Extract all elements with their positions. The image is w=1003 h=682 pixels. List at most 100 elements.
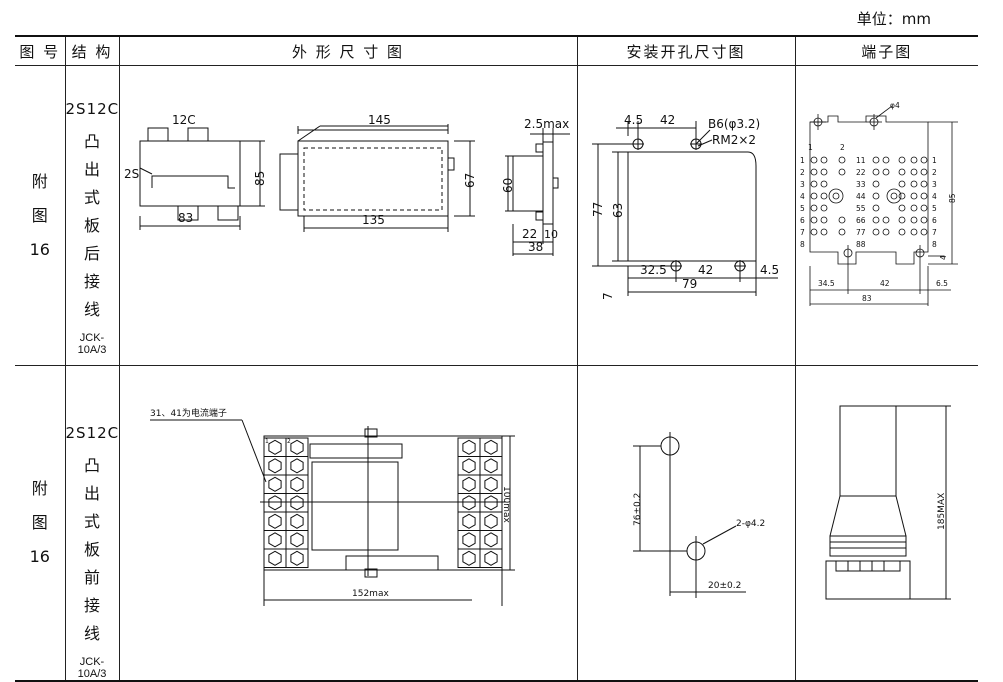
terminal-pin: [920, 156, 927, 164]
terminal-pin: [910, 180, 917, 188]
terminal-number-mid: 77: [856, 228, 866, 237]
mounting-drawing-cell: 4.5 42 B6(φ3.2) RM2×2 77 63 7: [576, 65, 796, 366]
dim-83-front: 83: [178, 211, 193, 225]
dim-6-5: 6.5: [936, 279, 948, 288]
terminal-pin: [810, 216, 817, 224]
terminal-screw: [461, 532, 476, 548]
phi-4: φ4: [890, 101, 900, 110]
terminal-pin: [882, 228, 889, 236]
hole-rm: RM2×2: [712, 133, 756, 147]
outline-drawing-front: 31、41为电流端子 1 2: [149, 407, 515, 606]
dim-152max: 152max: [352, 589, 389, 599]
terminal-number-right: 3: [932, 180, 937, 189]
dim-60: 60: [501, 178, 515, 193]
terminal-pin: [920, 180, 927, 188]
header-structure: 结 构: [64, 35, 120, 66]
terminal-number-mid: 22: [856, 168, 866, 177]
dim-85-front: 85: [253, 171, 267, 186]
terminal-number-right: 4: [932, 192, 937, 201]
model-name: 2S12C: [65, 424, 120, 442]
dim-32-5: 32.5: [640, 263, 667, 277]
terminal-screw: [267, 439, 282, 455]
fig-no-char: 附: [31, 171, 48, 191]
dim-100max: 100max: [501, 486, 511, 523]
terminal-screw: [289, 550, 304, 566]
desc-char: 板: [83, 216, 100, 235]
dim-77: 77: [591, 202, 605, 217]
dim-22: 22: [522, 227, 537, 241]
terminal-screw: [483, 550, 498, 566]
label-12c: 12C: [172, 113, 196, 127]
terminal-number-left: 5: [800, 204, 805, 213]
terminal-screw: [289, 476, 304, 492]
dim-4-terminal: 4: [939, 255, 948, 260]
terminal-pin: [882, 156, 889, 164]
term-top-2: 2: [840, 143, 845, 152]
term-label-2: 2: [287, 438, 291, 445]
terminal-number-right: 2: [932, 168, 937, 177]
terminal-screw: [461, 550, 476, 566]
terminal-screw: [267, 458, 282, 474]
terminal-pin: [810, 180, 817, 188]
terminal-pin: [898, 216, 905, 224]
terminal-drawing-cell: 185MAX: [794, 365, 978, 682]
header-row: 图 号 结 构 外 形 尺 寸 图 安装开孔尺寸图 端子图: [15, 35, 978, 66]
terminal-pin: [898, 156, 905, 164]
label-2s: 2S: [124, 167, 139, 181]
terminal-pin: [872, 228, 879, 236]
dim-67: 67: [463, 173, 477, 188]
terminal-screw: [267, 513, 282, 529]
terminal-pin: [810, 192, 817, 200]
header-mounting: 安装开孔尺寸图: [576, 35, 796, 66]
terminal-screw: [461, 439, 476, 455]
terminal-pin: [920, 204, 927, 212]
dim-7: 7: [601, 292, 615, 300]
terminal-screw: [267, 550, 282, 566]
dim-34-5: 34.5: [818, 279, 835, 288]
terminal-screw: [289, 439, 304, 455]
dim-79: 79: [682, 277, 697, 291]
terminal-pin: [820, 156, 827, 164]
terminal-pin: [910, 204, 917, 212]
terminal-number-left: 4: [800, 192, 805, 201]
desc-char: 式: [83, 188, 100, 207]
unit-label: 单位：mm: [856, 10, 931, 28]
terminal-number-mid: 11: [856, 156, 866, 165]
terminal-number-right: 5: [932, 204, 937, 213]
terminal-pin: [872, 180, 879, 188]
terminal-number-right: 8: [932, 240, 937, 249]
terminal-pin: [910, 168, 917, 176]
mounting-cutout-front: 76±0.2 2-φ4.2 20±0.2: [632, 432, 765, 598]
terminal-number-mid: 55: [856, 204, 866, 213]
terminal-screw: [461, 476, 476, 492]
terminal-pin: [920, 216, 927, 224]
terminal-pin: [820, 228, 827, 236]
desc-char: 式: [83, 512, 100, 531]
dim-10: 10: [544, 228, 558, 241]
terminal-cell: [285, 548, 308, 568]
dim-85-terminal: 85: [948, 193, 957, 203]
dim-145: 145: [368, 113, 391, 127]
dim-83-terminal: 83: [862, 294, 872, 303]
terminal-screw: [461, 513, 476, 529]
desc-char: 接: [83, 596, 100, 615]
outline-drawing-cell: 12C 2S 85 83: [118, 65, 578, 366]
dim-4-5-top: 4.5: [624, 113, 643, 127]
dim-76: 76±0.2: [633, 493, 643, 526]
terminal-screw: [483, 458, 498, 474]
terminal-screw: [289, 495, 304, 511]
terminal-pin: [820, 216, 827, 224]
model-code: JCK-10A/3: [77, 332, 107, 356]
outline-drawing-rear: 12C 2S 85 83: [124, 113, 570, 256]
desc-char: 凸: [83, 132, 100, 151]
terminal-screw: [483, 476, 498, 492]
desc-char: 线: [83, 300, 100, 319]
terminal-pin: [820, 168, 827, 176]
terminal-number-right: 6: [932, 216, 937, 225]
mounting-drawing-cell: 76±0.2 2-φ4.2 20±0.2: [576, 365, 796, 682]
terminal-number-mid: 44: [856, 192, 866, 201]
terminal-diagram-front: 185MAX: [825, 405, 951, 600]
terminal-pin: [920, 168, 927, 176]
